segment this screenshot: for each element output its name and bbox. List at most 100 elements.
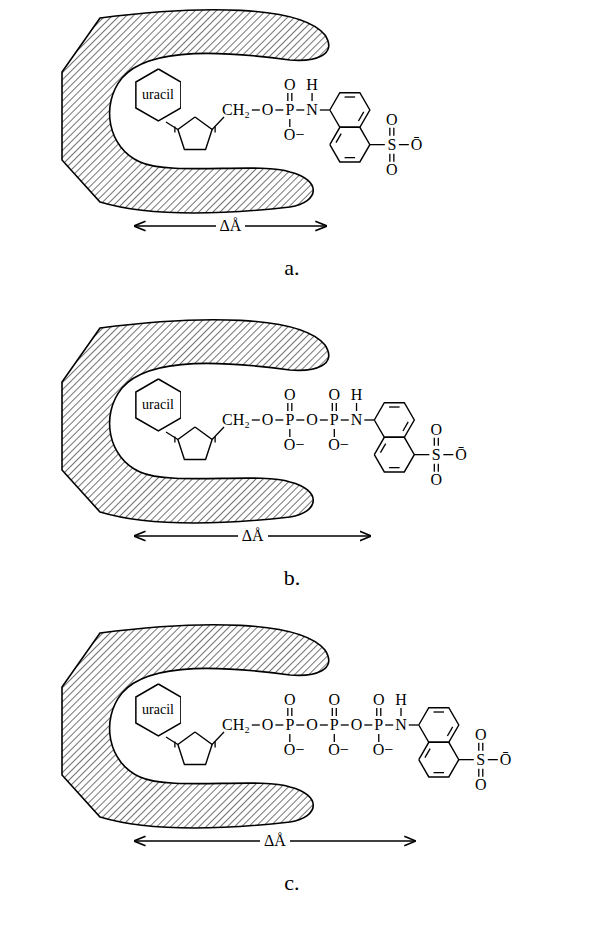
oxygen-label: O: [386, 112, 398, 128]
panel-letter: c.: [284, 872, 299, 894]
oxygen-label: O: [329, 692, 341, 708]
uracil-hexagon: uracil: [135, 378, 182, 432]
aromatic-bond: [434, 772, 445, 773]
aromatic-bond: [345, 157, 356, 158]
bond-line: [289, 119, 290, 127]
phosphorus-label: P: [285, 412, 294, 428]
uracil-hexagon: uracil: [135, 68, 182, 122]
node-label: uracil: [142, 703, 174, 717]
uracil-hexagon: uracil: [135, 683, 182, 737]
bond-line: [212, 117, 224, 129]
ribose-pentagon: [178, 732, 212, 765]
oxygen-label: O: [284, 692, 296, 708]
oxygen-label: O: [373, 692, 385, 708]
double-bond: [482, 743, 483, 751]
oxygen-anion-label: Ō: [411, 137, 423, 153]
oxygen-label: O: [306, 717, 318, 733]
nitrogen-label: N: [395, 717, 407, 733]
phosphorus-label: P: [330, 717, 339, 733]
bond-line: [275, 724, 283, 725]
bond-line: [414, 454, 429, 455]
double-bond: [332, 708, 333, 716]
double-bond: [287, 708, 288, 716]
double-bond: [478, 769, 479, 777]
methylene-label: CH₂: [222, 717, 250, 733]
oxygen-label: O: [475, 777, 487, 793]
bond-line: [252, 419, 260, 420]
aromatic-bond: [434, 711, 445, 712]
double-bond: [332, 403, 333, 411]
bond-line: [311, 93, 312, 101]
bond-line: [341, 419, 349, 420]
bond-line: [385, 724, 393, 725]
oxygen-anion-label: O−: [284, 437, 305, 453]
double-bond: [482, 769, 483, 777]
enzyme-outline: [62, 625, 329, 828]
bond-line: [459, 759, 474, 760]
sulfur-label: S: [387, 137, 396, 153]
double-bond: [291, 93, 292, 101]
panel-letter: a.: [284, 257, 299, 279]
oxygen-label: O: [431, 472, 443, 488]
bond-line: [409, 724, 419, 725]
double-bond: [376, 708, 377, 716]
double-bond: [291, 403, 292, 411]
node-label: uracil: [142, 398, 174, 412]
bond-line: [370, 144, 385, 145]
enzyme-outline: [62, 320, 329, 523]
aromatic-bond: [403, 422, 408, 431]
bond-line: [296, 109, 304, 110]
phosphorus-label: P: [330, 412, 339, 428]
bond-line: [341, 724, 349, 725]
double-bond: [438, 464, 439, 472]
bond-line: [334, 429, 335, 437]
sulfur-label: S: [476, 752, 485, 768]
double-bond: [389, 154, 390, 162]
bond-line: [399, 144, 409, 145]
oxygen-anion-label: O−: [328, 437, 349, 453]
oxygen-label: O: [306, 412, 318, 428]
node-label: uracil: [142, 88, 174, 102]
bond-line: [400, 708, 401, 716]
naphthalene-ring: [419, 742, 459, 777]
oxygen-anion-label: O−: [284, 127, 305, 143]
methylene-label: CH₂: [222, 412, 250, 428]
double-bond: [393, 128, 394, 136]
double-bond: [336, 708, 337, 716]
bond-line: [320, 724, 328, 725]
distance-label: ΔÅ: [260, 833, 290, 849]
oxygen-label: O: [386, 162, 398, 178]
double-bond: [434, 464, 435, 472]
oxygen-label: O: [329, 387, 341, 403]
bond-line: [488, 759, 498, 760]
bond-line: [364, 724, 372, 725]
bond-line: [275, 109, 283, 110]
double-bond: [389, 128, 390, 136]
phosphorus-label: P: [374, 717, 383, 733]
double-bond: [434, 438, 435, 446]
enzyme-outline: [62, 10, 329, 213]
bond-line: [320, 419, 328, 420]
bond-line: [252, 109, 260, 110]
bond-line: [296, 724, 304, 725]
phosphorus-label: P: [285, 102, 294, 118]
hydrogen-label: H: [306, 77, 318, 93]
oxygen-label: O: [284, 77, 296, 93]
bond-line: [320, 109, 330, 110]
bond-line: [212, 427, 224, 439]
bond-line: [364, 419, 374, 420]
naphthalene-ring: [330, 93, 370, 128]
methylene-label: CH₂: [222, 102, 250, 118]
aromatic-bond: [425, 749, 430, 758]
oxygen-label: O: [262, 102, 274, 118]
oxygen-anion-label: Ō: [500, 752, 512, 768]
aromatic-bond: [336, 134, 341, 143]
aromatic-bond: [447, 727, 452, 736]
oxygen-label: O: [262, 412, 274, 428]
ribose-pentagon: [178, 427, 212, 460]
glycosidic-bond: [166, 122, 178, 129]
naphthalene-ring: [374, 403, 414, 438]
oxygen-label: O: [284, 387, 296, 403]
phosphorus-label: P: [285, 717, 294, 733]
